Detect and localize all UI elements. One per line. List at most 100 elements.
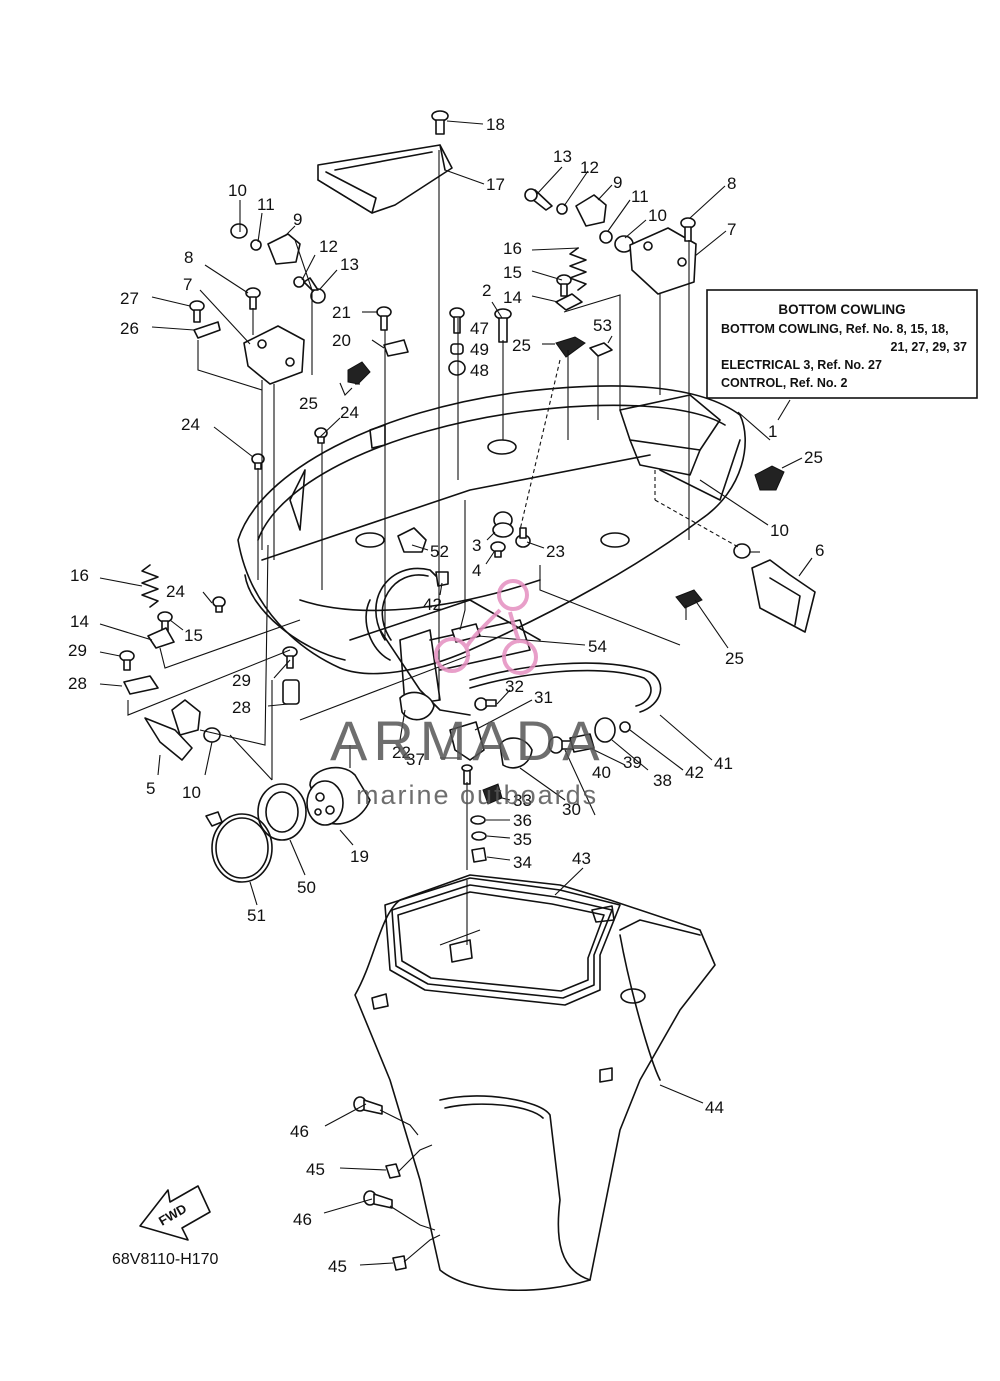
- bolt-15-right: [556, 274, 572, 297]
- bottom-cowling-info-box: BOTTOM COWLING BOTTOM COWLING, Ref. No. …: [706, 289, 978, 399]
- part-label: 8: [184, 248, 193, 267]
- bolt-29-left: [119, 650, 135, 671]
- part-label: 40: [592, 763, 611, 782]
- part-label: 7: [727, 220, 736, 239]
- fwd-direction-arrow: FWD: [139, 1185, 211, 1241]
- part-label: 34: [513, 853, 532, 872]
- part-label: 36: [513, 811, 532, 830]
- part-label: 45: [328, 1257, 347, 1276]
- part-label: 9: [293, 210, 302, 229]
- bolt-47: [449, 307, 465, 334]
- spring-16-left: [141, 564, 159, 608]
- bolt-37: [461, 764, 473, 785]
- part-label: 22: [392, 743, 411, 762]
- grommet-48: [448, 360, 466, 376]
- part-label: 19: [350, 847, 369, 866]
- grommet-3: [492, 511, 514, 538]
- part-label: 42: [685, 763, 704, 782]
- part-label: 13: [553, 147, 572, 166]
- bolt-27: [189, 300, 205, 323]
- grommet-38: [594, 717, 616, 743]
- screw-23: [515, 527, 531, 548]
- part-label: 3: [472, 536, 481, 555]
- band-51: [205, 811, 273, 883]
- bracket-9-right: [575, 194, 607, 227]
- screw-32: [474, 697, 497, 711]
- bolt-2: [494, 308, 512, 343]
- part-label: 11: [257, 195, 275, 214]
- washer-12-right: [556, 203, 568, 215]
- bracket-7-left: [243, 325, 305, 385]
- part-label: 18: [486, 115, 505, 134]
- grommet-11-left: [250, 239, 262, 251]
- part-label: 12: [580, 158, 599, 177]
- bracket-28-center: [282, 679, 300, 705]
- part-label: 25: [804, 448, 823, 467]
- bracket-28-left: [123, 675, 159, 695]
- part-label: 13: [340, 255, 359, 274]
- grommet-10-lower-right: [733, 543, 751, 559]
- clip-14-left: [147, 627, 175, 649]
- part-label: 15: [184, 626, 203, 645]
- part-label: 15: [503, 263, 522, 282]
- part-label: 30: [562, 800, 581, 819]
- cap-30: [499, 737, 533, 769]
- bottom-cowling-body: [237, 385, 746, 716]
- latch-5: [144, 717, 193, 761]
- part-label: 29: [232, 671, 251, 690]
- info-box-title: BOTTOM COWLING: [778, 302, 905, 317]
- grommet-11-right: [599, 230, 613, 244]
- bolt-29-center: [282, 646, 298, 669]
- clip-14-right: [555, 293, 583, 311]
- bolt-8-left: [245, 287, 261, 310]
- part-label: 1: [768, 422, 777, 441]
- boot-50: [257, 783, 307, 841]
- damper-25-right: [754, 465, 785, 491]
- grommet-10-lower-left: [203, 727, 221, 743]
- collar-49: [450, 343, 464, 355]
- fitting-39: [569, 733, 595, 753]
- part-label: 14: [70, 612, 89, 631]
- part-label: 29: [68, 641, 87, 660]
- lower-cover-part: [354, 874, 716, 1292]
- grommet-10-left: [230, 223, 248, 239]
- watermark-brand: ARMADA: [330, 709, 606, 772]
- part-label: 24: [166, 582, 185, 601]
- part-label: 53: [593, 316, 612, 335]
- info-box-line: CONTROL, Ref. No. 2: [721, 376, 847, 390]
- lever-6: [751, 559, 816, 633]
- part-label: 48: [470, 361, 489, 380]
- part-label: 14: [503, 288, 522, 307]
- part-label: 23: [546, 542, 565, 561]
- part-label: 10: [770, 521, 789, 540]
- part-label: 26: [120, 319, 139, 338]
- connector-19: [306, 766, 371, 826]
- armada-watermark: ARMADA marine outboards: [330, 579, 606, 810]
- part-label: 51: [247, 906, 266, 925]
- part-label: 10: [648, 206, 667, 225]
- part-label: 24: [181, 415, 200, 434]
- bolt-21: [376, 306, 392, 331]
- part-label: 20: [332, 331, 351, 350]
- damper-25-lower: [675, 589, 703, 609]
- part-label: 46: [290, 1122, 309, 1141]
- part-label: 9: [613, 173, 622, 192]
- part-label: 49: [470, 340, 489, 359]
- part-label: 7: [183, 275, 192, 294]
- label-53: [589, 342, 613, 357]
- part-label: 16: [503, 239, 522, 258]
- nut-45-lower: [392, 1255, 407, 1271]
- part-label: 42: [423, 595, 442, 614]
- part-label: 4: [472, 561, 481, 580]
- grommet-22: [399, 691, 435, 721]
- part-label: 2: [482, 281, 491, 300]
- part-label: 6: [815, 541, 824, 560]
- part-label: 46: [293, 1210, 312, 1229]
- watermark-logo: [434, 579, 538, 675]
- part-label: 50: [297, 878, 316, 897]
- washer-36: [470, 815, 486, 825]
- top-cover-part: [317, 144, 453, 214]
- part-label: 37: [406, 750, 425, 769]
- bolt-13-left: [303, 277, 326, 304]
